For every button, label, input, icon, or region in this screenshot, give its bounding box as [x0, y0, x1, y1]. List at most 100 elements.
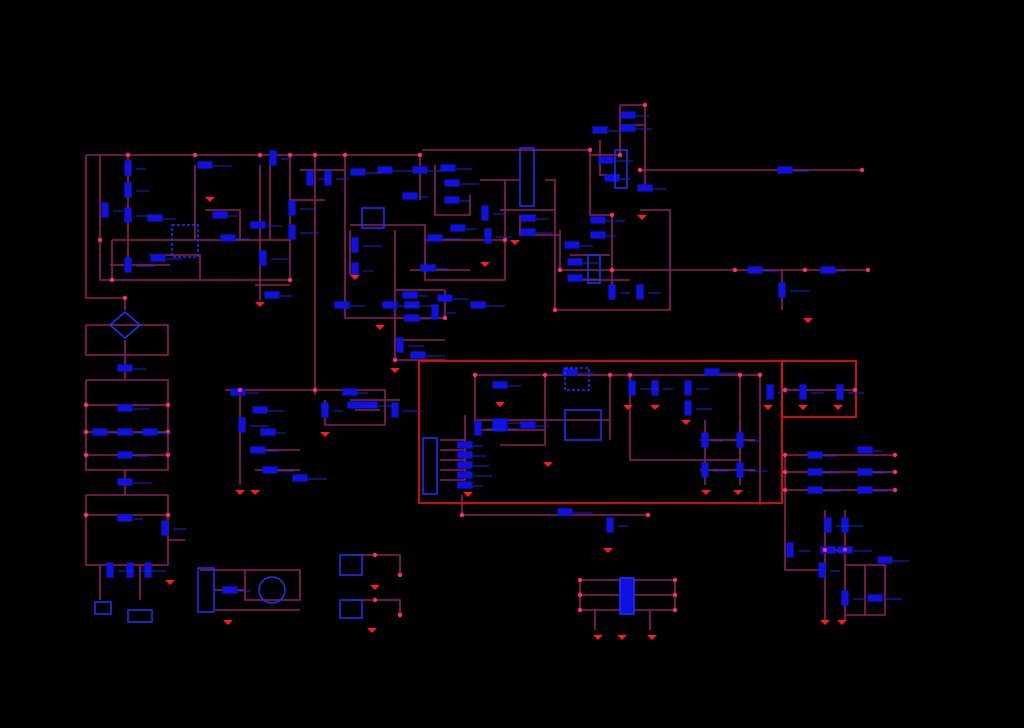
junction-dot-icon — [577, 592, 583, 598]
component-body-icon — [260, 428, 276, 436]
ground-symbol-icon — [165, 580, 175, 585]
component-body-icon — [431, 304, 439, 320]
ground-symbol-icon — [480, 262, 490, 267]
component-body-icon — [598, 156, 614, 164]
component-body-icon — [420, 264, 436, 272]
component-body-icon — [391, 402, 399, 418]
component-body-icon — [457, 481, 473, 489]
component-body-icon — [220, 234, 236, 242]
component-body-icon — [334, 301, 350, 309]
component-body-icon — [562, 368, 578, 376]
ic-packages — [94, 147, 635, 623]
junction-dot-icon — [109, 277, 115, 283]
component-body-icon — [106, 562, 114, 578]
component-body-icon — [324, 170, 332, 186]
ground-symbol-icon — [803, 318, 813, 323]
component-body-icon — [321, 402, 329, 418]
component-body-icon — [117, 478, 133, 486]
component-body-icon — [350, 168, 366, 176]
junction-dot-icon — [122, 295, 128, 301]
junction-dot-icon — [83, 429, 89, 435]
component-body-icon — [382, 301, 398, 309]
component-body-icon — [288, 200, 296, 216]
ground-symbol-icon — [837, 620, 847, 625]
ground-symbol-icon — [798, 405, 808, 410]
ground-symbol-icon — [255, 302, 265, 307]
ground-symbol-icon — [250, 490, 260, 495]
junction-dot-icon — [392, 357, 398, 363]
junction-dot-icon — [609, 212, 615, 218]
component-body-icon — [557, 508, 573, 516]
junction-dot-icon — [97, 237, 103, 243]
junction-dot-icon — [627, 372, 633, 378]
junction-dot-icon — [577, 577, 583, 583]
component-body-icon — [590, 231, 606, 239]
component-body-icon — [262, 466, 278, 474]
component-body-icon — [212, 211, 228, 219]
junction-dot-icon — [892, 452, 898, 458]
junction-dot-icon — [287, 277, 293, 283]
component-body-icon — [402, 291, 418, 299]
ground-symbol-icon — [593, 635, 603, 640]
component-body-icon — [637, 184, 653, 192]
ground-symbol-icon — [603, 548, 613, 553]
ground-symbol-icon — [637, 215, 647, 220]
component-body-icon — [351, 237, 359, 253]
junction-dot-icon — [237, 387, 243, 393]
ground-symbol-icon — [320, 432, 330, 437]
ground-symbols — [165, 197, 847, 640]
component-body-icon — [604, 174, 620, 182]
component-body-icon — [230, 388, 246, 396]
component-body-icon — [124, 257, 132, 273]
component-body-icon — [867, 594, 883, 602]
component-body-icon — [564, 241, 580, 249]
component-body-icon — [444, 196, 460, 204]
component-body-icon — [857, 446, 873, 454]
component-body-icon — [92, 428, 108, 436]
component-body-icon — [778, 282, 786, 298]
component-body-icon — [590, 216, 606, 224]
component-body-icon — [269, 150, 277, 166]
junction-dot-icon — [617, 152, 623, 158]
component-body-icon — [457, 451, 473, 459]
ground-symbol-icon — [543, 462, 553, 467]
component-body-icon — [736, 432, 744, 448]
component-body-icon — [786, 542, 794, 558]
component-body-icon — [841, 590, 849, 606]
component-body-icon — [470, 301, 486, 309]
component-body-icon — [404, 301, 420, 309]
junction-dot-icon — [782, 469, 788, 475]
component-body-icon — [117, 364, 133, 372]
junction-dot-icon — [802, 267, 808, 273]
junction-dot-icon — [165, 512, 171, 518]
junction-dot-icon — [192, 152, 198, 158]
component-body-icon — [651, 380, 659, 396]
component-body-icon — [684, 400, 692, 416]
ground-symbol-icon — [647, 635, 657, 640]
ground-symbol-icon — [510, 240, 520, 245]
junction-dot-icon — [842, 547, 848, 553]
ground-symbol-icon — [650, 405, 660, 410]
component-body-icon — [820, 266, 836, 274]
component-body-icon — [807, 468, 823, 476]
component-body-icon — [457, 461, 473, 469]
component-body-icon — [567, 258, 583, 266]
component-body-icon — [402, 192, 418, 200]
ground-symbol-icon — [390, 368, 400, 373]
component-body-icon — [701, 462, 709, 478]
component-body-icon — [117, 404, 133, 412]
component-body-icon — [857, 468, 873, 476]
junction-dot-icon — [892, 469, 898, 475]
component-body-icon — [807, 451, 823, 459]
component-body-icon — [484, 228, 492, 244]
ground-symbol-icon — [733, 490, 743, 495]
component-body-icon — [520, 421, 536, 429]
component-body-icon — [736, 462, 744, 478]
component-body-icon — [492, 418, 508, 426]
component-body-icon — [351, 262, 359, 278]
junction-dot-icon — [782, 387, 788, 393]
component-labels — [108, 115, 909, 600]
component-body-icon — [820, 546, 836, 554]
junction-dot-icon — [609, 267, 615, 273]
